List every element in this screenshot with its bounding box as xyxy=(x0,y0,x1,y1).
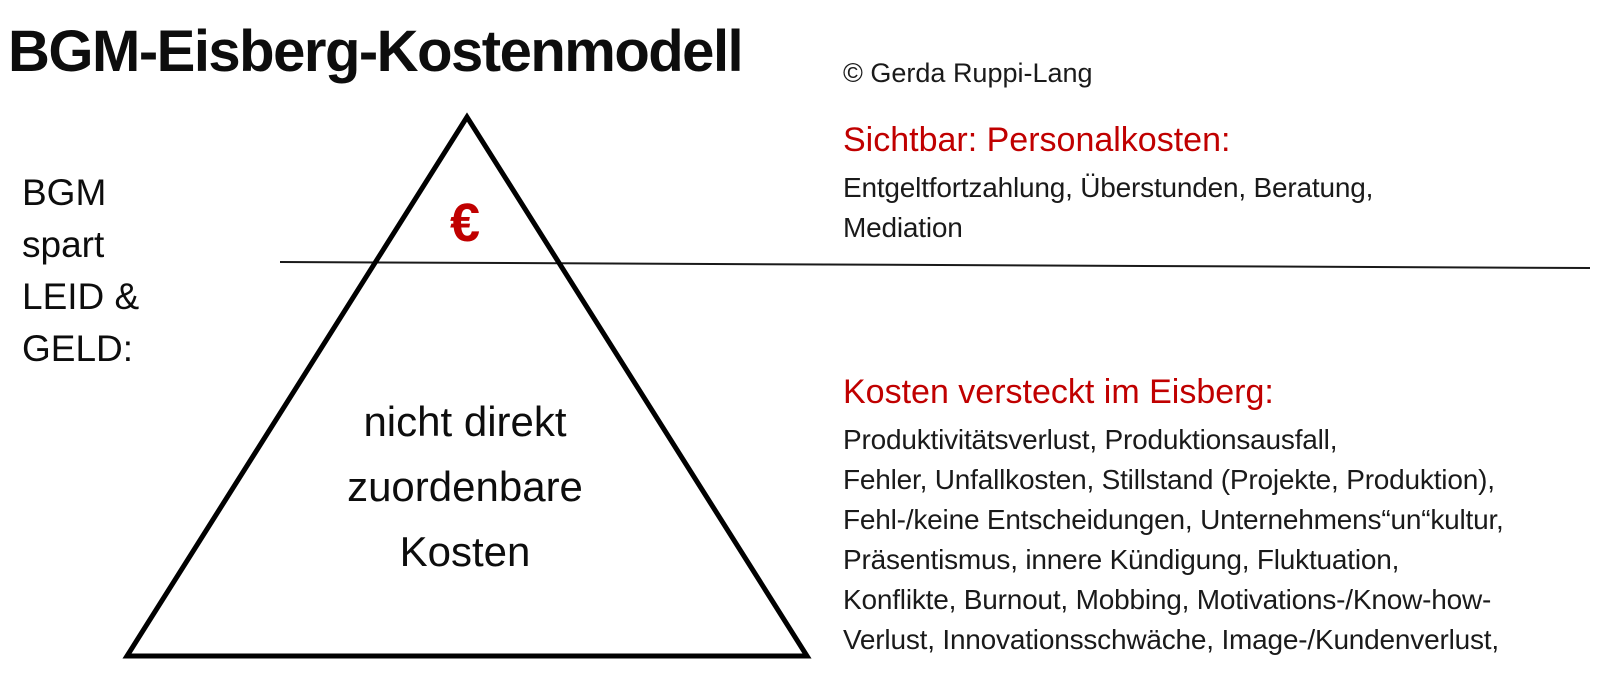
iceberg-label-line: nicht direkt xyxy=(363,398,567,445)
bgm-note-line: spart xyxy=(22,224,105,265)
bgm-note: BGM spart LEID & GELD: xyxy=(22,167,139,375)
hidden-costs-line: Fehler, Unfallkosten, Stillstand (Projek… xyxy=(843,464,1495,495)
bgm-note-line: LEID & xyxy=(22,276,140,317)
hidden-costs-line: Konflikte, Burnout, Mobbing, Motivations… xyxy=(843,584,1492,615)
iceberg-label-line: Kosten xyxy=(399,528,531,575)
visible-costs-line: Mediation xyxy=(843,212,963,243)
euro-symbol: € xyxy=(449,193,481,253)
waterline xyxy=(279,261,1591,269)
hidden-costs-line: Verlust, Innovationsschwäche, Image-/Kun… xyxy=(843,624,1499,655)
iceberg-label: nicht direkt zuordenbare Kosten xyxy=(265,389,665,584)
bgm-note-line: BGM xyxy=(22,172,107,213)
visible-costs-heading: Sichtbar: Personalkosten: xyxy=(843,121,1231,159)
visible-costs-line: Entgeltfortzahlung, Überstunden, Beratun… xyxy=(843,172,1374,203)
page-title: BGM-Eisberg-Kostenmodell xyxy=(8,19,744,84)
hidden-costs-line: Präsentismus, innere Kündigung, Fluktuat… xyxy=(843,544,1400,575)
bgm-note-line: GELD: xyxy=(22,328,134,369)
hidden-costs-heading: Kosten versteckt im Eisberg: xyxy=(843,373,1274,411)
hidden-costs-section: Kosten versteckt im Eisberg: Produktivit… xyxy=(843,370,1504,660)
iceberg-triangle-outline xyxy=(122,112,812,659)
hidden-costs-line: Fehl-/keine Entscheidungen, Unternehmens… xyxy=(843,504,1504,535)
hidden-costs-line: Produktivitätsverlust, Produktionsausfal… xyxy=(843,424,1338,455)
visible-costs-section: Sichtbar: Personalkosten: Entgeltfortzah… xyxy=(843,118,1373,248)
iceberg-label-line: zuordenbare xyxy=(347,463,583,510)
copyright-note: © Gerda Ruppi-Lang xyxy=(843,58,1093,88)
